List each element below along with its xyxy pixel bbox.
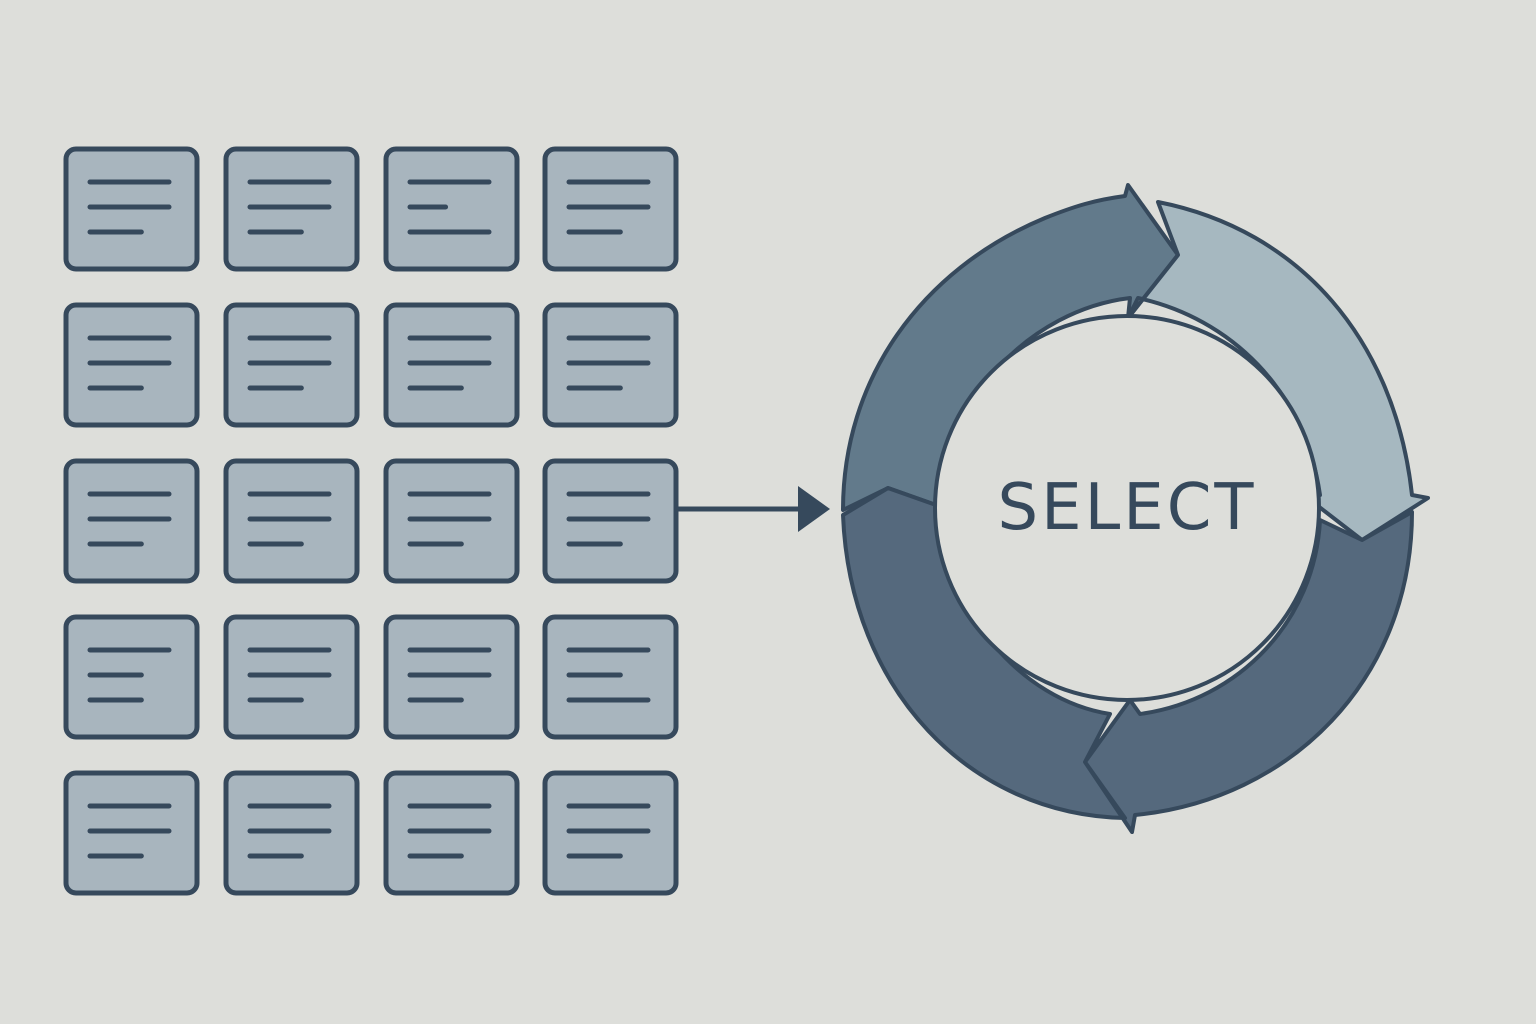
grid-card xyxy=(383,770,520,896)
grid-card xyxy=(63,146,200,272)
grid-card xyxy=(223,770,360,896)
grid-card xyxy=(542,146,679,272)
cycle-segment-bottom xyxy=(841,486,1414,834)
grid-card xyxy=(63,458,200,584)
grid-card xyxy=(542,614,679,740)
grid-card xyxy=(63,302,200,428)
grid-card xyxy=(223,302,360,428)
grid-card xyxy=(542,770,679,896)
card-grid xyxy=(63,146,679,896)
grid-card xyxy=(63,770,200,896)
cycle-center xyxy=(933,314,1321,702)
grid-card xyxy=(542,458,679,584)
card-frame xyxy=(383,146,520,272)
grid-card xyxy=(383,614,520,740)
grid-card xyxy=(542,302,679,428)
connector-arrowhead xyxy=(798,486,830,532)
grid-card xyxy=(63,614,200,740)
grid-card xyxy=(223,146,360,272)
grid-card xyxy=(223,614,360,740)
grid-card xyxy=(383,146,520,272)
grid-card xyxy=(223,458,360,584)
cycle-segment-right xyxy=(1126,200,1430,542)
cycle-diagram: SELECT xyxy=(841,183,1430,834)
connector-arrow xyxy=(674,486,830,532)
grid-card xyxy=(383,458,520,584)
cycle-center-label: SELECT xyxy=(998,471,1257,545)
grid-card xyxy=(383,302,520,428)
